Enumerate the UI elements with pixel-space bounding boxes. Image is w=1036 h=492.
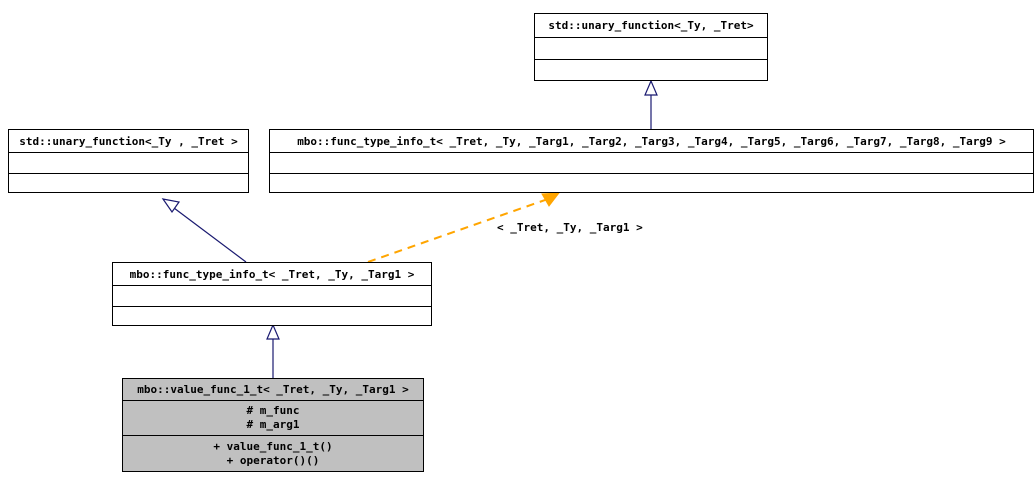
hollow-triangle-arrowhead-icon <box>644 79 658 96</box>
class-box-func-type-info-t-1[interactable]: mbo::func_type_info_t< _Tret, _Ty, _Targ… <box>112 262 432 326</box>
class-attributes-compartment: # m_func # m_arg1 <box>123 401 423 436</box>
class-operation: + operator()() <box>226 453 320 467</box>
class-operation: + value_func_1_t() <box>213 439 333 453</box>
class-operations-compartment <box>270 174 1033 192</box>
class-attribute: # m_func <box>246 404 300 417</box>
edge-inheritance-full-to-top <box>644 79 658 133</box>
class-title: mbo::value_func_1_t< _Tret, _Ty, _Targ1 … <box>123 379 423 401</box>
class-operations-compartment: + value_func_1_t() + operator()() <box>123 436 423 471</box>
class-attributes-compartment <box>270 153 1033 174</box>
class-operations-compartment <box>535 60 767 80</box>
class-box-value-func-1-t[interactable]: mbo::value_func_1_t< _Tret, _Ty, _Targ1 … <box>122 378 424 472</box>
class-title: mbo::func_type_info_t< _Tret, _Ty, _Targ… <box>113 263 431 286</box>
edge-inheritance-1-to-left <box>161 198 247 263</box>
class-operations-compartment <box>113 307 431 325</box>
class-title: mbo::func_type_info_t< _Tret, _Ty, _Targ… <box>270 130 1033 153</box>
class-attributes-compartment <box>9 153 248 174</box>
class-title: std::unary_function<_Ty, _Tret> <box>535 14 767 38</box>
edge-inheritance-value-to-1 <box>266 323 280 378</box>
class-box-std-unary-function-top[interactable]: std::unary_function<_Ty, _Tret> <box>534 13 768 81</box>
filled-triangle-arrowhead-icon <box>541 192 561 207</box>
hollow-triangle-arrowhead-icon <box>266 323 280 340</box>
edge-template-binding <box>367 192 561 263</box>
class-attribute: # m_arg1 <box>246 418 300 431</box>
class-box-func-type-info-t-full[interactable]: mbo::func_type_info_t< _Tret, _Ty, _Targ… <box>269 129 1034 193</box>
class-operations-compartment <box>9 174 248 192</box>
class-title: std::unary_function<_Ty , _Tret > <box>9 130 248 153</box>
class-attributes-compartment <box>535 38 767 60</box>
template-binding-label: < _Tret, _Ty, _Targ1 > <box>497 221 643 234</box>
class-box-std-unary-function-left[interactable]: std::unary_function<_Ty , _Tret > <box>8 129 249 193</box>
hollow-triangle-arrowhead-icon <box>161 198 181 214</box>
class-attributes-compartment <box>113 286 431 307</box>
